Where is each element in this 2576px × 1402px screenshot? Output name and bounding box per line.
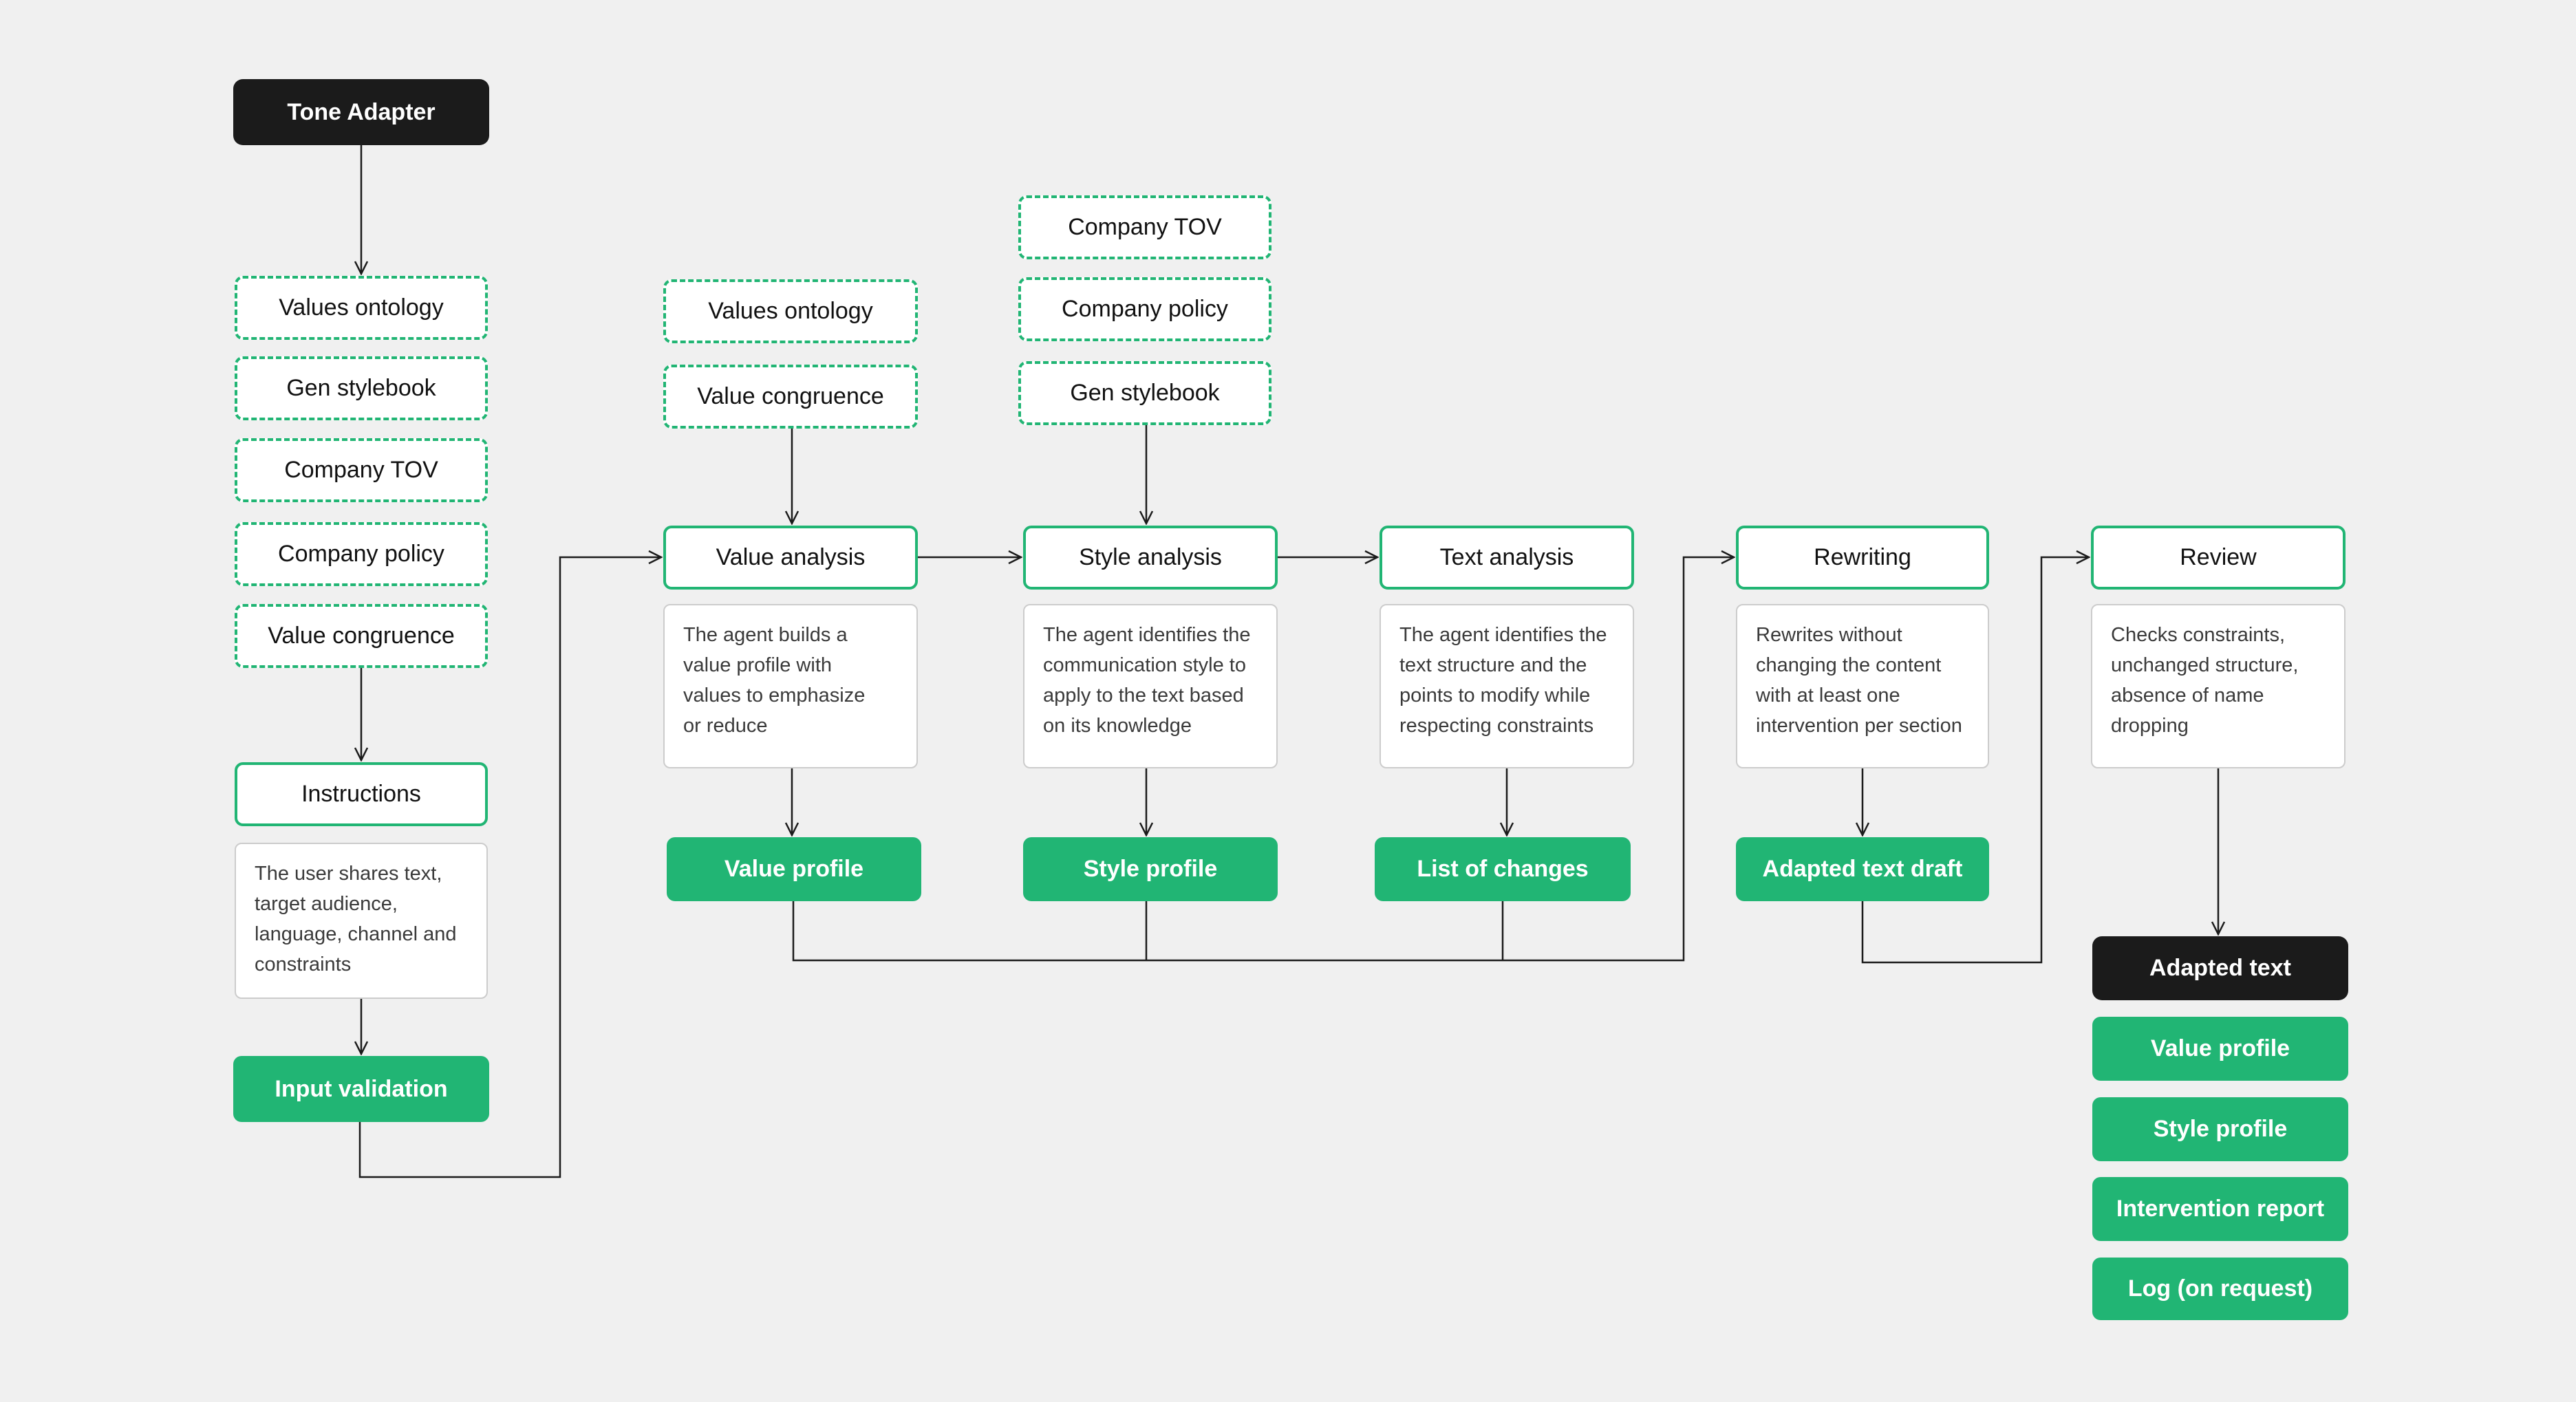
value-analysis-step: Value analysis	[663, 526, 918, 590]
rewriting-description: Rewrites without changing the content wi…	[1736, 604, 1989, 768]
value-analysis-description: The agent builds a value profile with va…	[663, 604, 918, 768]
source-company-policy: Company policy	[235, 522, 488, 586]
description-line: with at least one	[1756, 684, 1900, 707]
description-line: apply to the text based	[1043, 684, 1244, 707]
description-line: The agent identifies the	[1043, 624, 1251, 646]
description-line: points to modify while	[1399, 684, 1591, 707]
connector-input-validation-to-value-analysis	[358, 557, 661, 1178]
input-validation-output: Input validation	[233, 1056, 489, 1122]
connector-draft-to-review	[1861, 557, 2089, 964]
style-analysis-description: The agent identifies the communication s…	[1023, 604, 1278, 768]
description-line: constraints	[255, 953, 352, 975]
source-company-policy: Company policy	[1018, 277, 1271, 341]
final-intervention-report: Intervention report	[2092, 1177, 2348, 1241]
text-analysis-description: The agent identifies the text structure …	[1380, 604, 1634, 768]
description-line: communication style to	[1043, 654, 1246, 676]
description-line: absence of name	[2111, 684, 2264, 707]
description-line: text structure and the	[1399, 654, 1587, 676]
value-profile-output: Value profile	[667, 837, 921, 901]
source-gen-stylebook: Gen stylebook	[1018, 361, 1271, 425]
source-values-ontology: Values ontology	[235, 276, 488, 340]
source-company-tov: Company TOV	[235, 438, 488, 502]
description-line: unchanged structure,	[2111, 654, 2299, 676]
description-line: target audience,	[255, 893, 398, 915]
style-analysis-step: Style analysis	[1023, 526, 1278, 590]
final-log-on-request: Log (on request)	[2092, 1258, 2348, 1320]
description-line: dropping	[2111, 715, 2189, 737]
final-style-profile: Style profile	[2092, 1097, 2348, 1161]
description-line: The user shares text,	[255, 863, 442, 885]
adapted-text-final: Adapted text	[2092, 936, 2348, 1000]
source-company-tov: Company TOV	[1018, 195, 1271, 259]
final-value-profile: Value profile	[2092, 1017, 2348, 1081]
text-analysis-step: Text analysis	[1380, 526, 1634, 590]
description-line: intervention per section	[1756, 715, 1962, 737]
description-line: value profile with	[683, 654, 832, 676]
description-line: changing the content	[1756, 654, 1942, 676]
instructions-description: The user shares text, target audience, l…	[235, 843, 488, 999]
review-step: Review	[2091, 526, 2346, 590]
review-description: Checks constraints, unchanged structure,…	[2091, 604, 2346, 768]
rewriting-step: Rewriting	[1736, 526, 1989, 590]
source-value-congruence: Value congruence	[663, 365, 918, 429]
style-profile-output: Style profile	[1023, 837, 1278, 901]
source-values-ontology: Values ontology	[663, 279, 918, 343]
description-line: or reduce	[683, 715, 768, 737]
title-box: Tone Adapter	[233, 79, 489, 145]
connector-profiles-to-rewriting	[792, 557, 1734, 962]
description-line: respecting constraints	[1399, 715, 1594, 737]
description-line: Rewrites without	[1756, 624, 1902, 646]
adapted-text-draft-output: Adapted text draft	[1736, 837, 1989, 901]
source-value-congruence: Value congruence	[235, 604, 488, 668]
instructions-step: Instructions	[235, 762, 488, 826]
description-line: on its knowledge	[1043, 715, 1192, 737]
description-line: The agent identifies the	[1399, 624, 1607, 646]
source-gen-stylebook: Gen stylebook	[235, 356, 488, 420]
description-line: The agent builds a	[683, 624, 848, 646]
list-of-changes-output: List of changes	[1375, 837, 1631, 901]
description-line: language, channel and	[255, 923, 457, 945]
description-line: values to emphasize	[683, 684, 866, 707]
description-line: Checks constraints,	[2111, 624, 2286, 646]
